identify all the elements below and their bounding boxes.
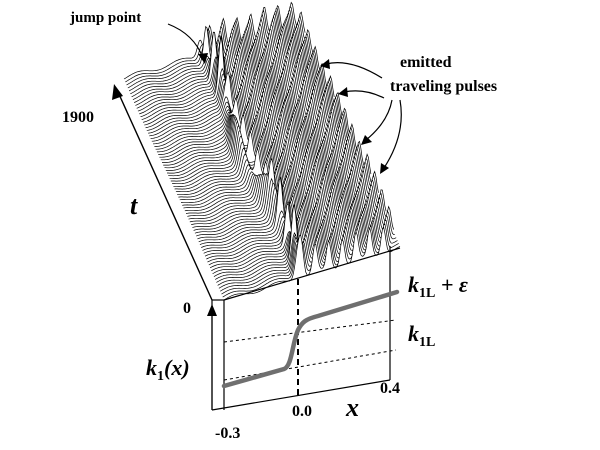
x-tick-04: 0.4	[380, 380, 400, 397]
x-axis-label: x	[345, 393, 359, 422]
trace-fill	[224, 227, 400, 370]
time-axis-arrowhead	[112, 84, 123, 100]
pulse-arrow-4-head	[380, 163, 389, 174]
k1L-plus-eps-k: k	[408, 272, 419, 297]
t-axis-label: t	[130, 191, 138, 220]
pulse-arrow-4	[383, 99, 402, 169]
jump-point-arrowhead	[198, 53, 208, 64]
trace-line	[137, 33, 314, 112]
trace-line	[167, 93, 344, 174]
k1-function-label: k1(x)	[146, 355, 190, 384]
pulse-arrow-1-head	[320, 59, 330, 69]
time-axis-line	[117, 91, 213, 301]
space-time-traces	[123, 1, 401, 370]
k-panel	[207, 246, 401, 411]
k1L-label: k1L	[408, 321, 435, 350]
k1L-sub: 1L	[419, 335, 435, 350]
k1-function-arg: (x)	[164, 355, 190, 380]
k1L-dashed-line	[223, 319, 397, 343]
traveling-pulses-label: traveling pulses	[390, 78, 497, 95]
pulse-arrow-3-head	[361, 135, 372, 145]
trace-line	[151, 62, 329, 142]
k1-profile-curve	[221, 289, 400, 389]
trace-line	[223, 226, 401, 301]
t-tick-top: 1900	[62, 109, 94, 126]
k1-function-sub: 1	[157, 369, 164, 384]
pulse-arrow-3	[365, 99, 393, 141]
trace-line	[196, 157, 373, 237]
k1L-plus-eps-tail: + ε	[435, 272, 468, 297]
pulse-arrow-1	[325, 62, 383, 79]
k1L-plus-eps-sub: 1L	[419, 286, 435, 301]
trace-line	[218, 210, 395, 289]
trace-line	[145, 48, 322, 129]
jump-point-label: jump point	[69, 10, 141, 26]
trace-line	[159, 77, 336, 158]
t-tick-zero: 0	[183, 300, 191, 317]
x-tick-zero: 0.0	[292, 403, 312, 420]
k1L-k: k	[408, 321, 419, 346]
trace-line	[188, 140, 365, 220]
trace-line	[130, 15, 307, 95]
emitted-label: emitted	[400, 54, 452, 71]
k1-function-k: k	[146, 355, 157, 380]
k-baseline-dashed-line	[223, 349, 397, 381]
x-tick-neg03: -0.3	[215, 425, 240, 442]
k1L-plus-eps-label: k1L + ε	[408, 272, 468, 301]
pulse-arrow-2-head	[338, 87, 348, 97]
k-axis-arrowhead	[207, 304, 217, 316]
k-panel-top-diagonal	[223, 247, 401, 301]
k-panel-baseline	[211, 379, 391, 411]
pulse-arrow-2	[343, 90, 385, 99]
